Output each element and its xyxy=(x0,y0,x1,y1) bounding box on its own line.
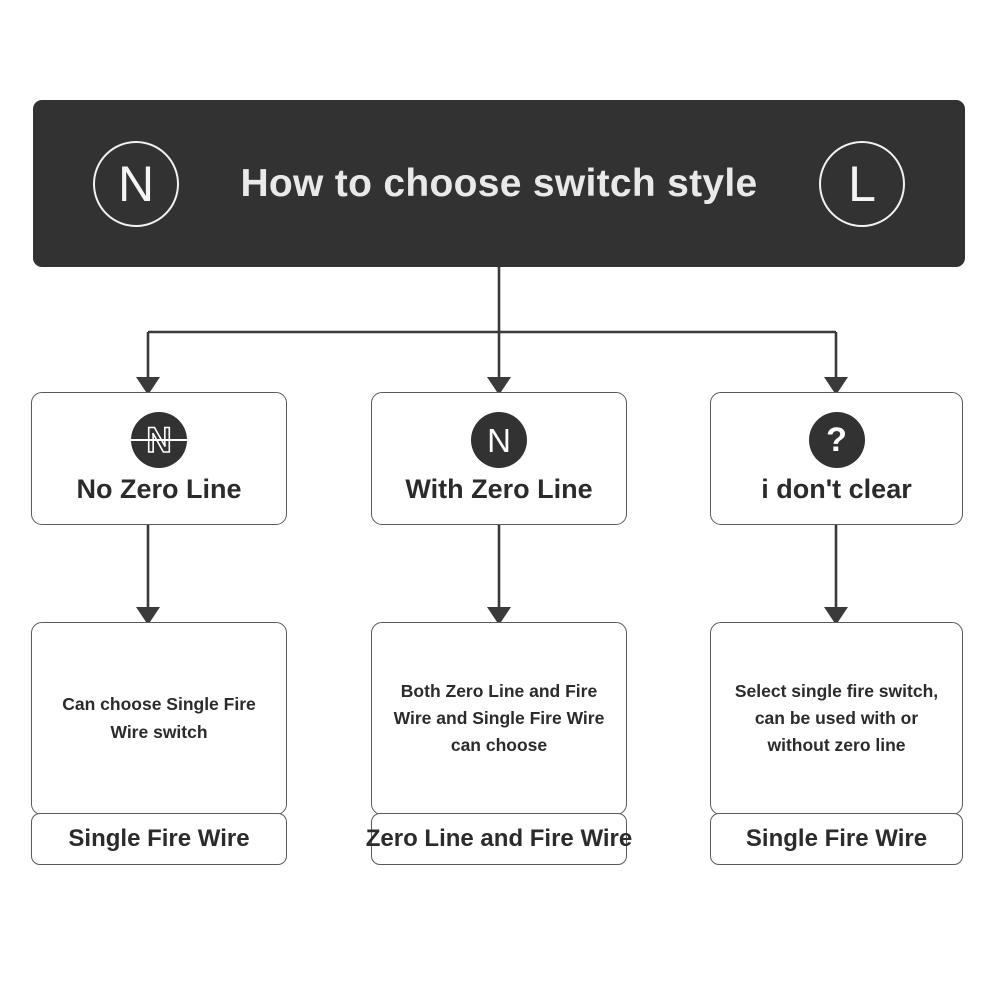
result-description-i-dont-clear: Select single fire switch, can be used w… xyxy=(734,680,939,756)
result-box-no-zero-line: Can choose Single Fire Wire switch xyxy=(31,622,287,815)
n-icon-glyph: N xyxy=(487,421,511,459)
option-box-i-dont-clear[interactable]: ? i don't clear xyxy=(710,392,963,525)
option-box-no-zero-line[interactable]: N No Zero Line xyxy=(31,392,287,525)
result-footer-i-dont-clear: Single Fire Wire xyxy=(710,813,963,865)
result-description-with-zero-line: Both Zero Line and Fire Wire and Single … xyxy=(393,680,605,756)
neutral-wire-badge-label: N xyxy=(117,155,155,212)
result-footer-no-zero-line: Single Fire Wire xyxy=(31,813,287,865)
result-description-no-zero-line: Can choose Single Fire Wire switch xyxy=(62,694,256,742)
result-label-i-dont-clear: Single Fire Wire xyxy=(745,825,928,852)
option-label-no-zero-line: No Zero Line xyxy=(76,474,242,504)
result-label-no-zero-line: Single Fire Wire xyxy=(68,825,250,852)
live-wire-badge-icon: L xyxy=(819,140,905,227)
result-label-with-zero-line: Zero Line and Fire Wire xyxy=(365,825,633,852)
live-wire-badge-label: L xyxy=(848,155,876,212)
header-banner: N How to choose switch style L xyxy=(33,100,965,267)
result-box-i-dont-clear: Select single fire switch, can be used w… xyxy=(710,622,963,815)
result-footer-with-zero-line: Zero Line and Fire Wire xyxy=(366,813,632,865)
header-inner: N How to choose switch style L xyxy=(33,140,965,227)
n-icon: N xyxy=(471,412,527,468)
question-mark-icon-glyph: ? xyxy=(826,421,847,459)
option-box-with-zero-line[interactable]: N With Zero Line xyxy=(371,392,627,525)
question-mark-icon: ? xyxy=(808,412,865,468)
option-label-i-dont-clear: i don't clear xyxy=(761,474,912,504)
option-label-with-zero-line: With Zero Line xyxy=(405,474,593,504)
neutral-wire-badge-icon: N xyxy=(93,140,179,227)
result-box-with-zero-line: Both Zero Line and Fire Wire and Single … xyxy=(371,622,627,815)
page-title: How to choose switch style xyxy=(240,161,758,205)
strikethrough-line xyxy=(125,438,193,442)
n-strikethrough-icon: N xyxy=(125,412,193,468)
